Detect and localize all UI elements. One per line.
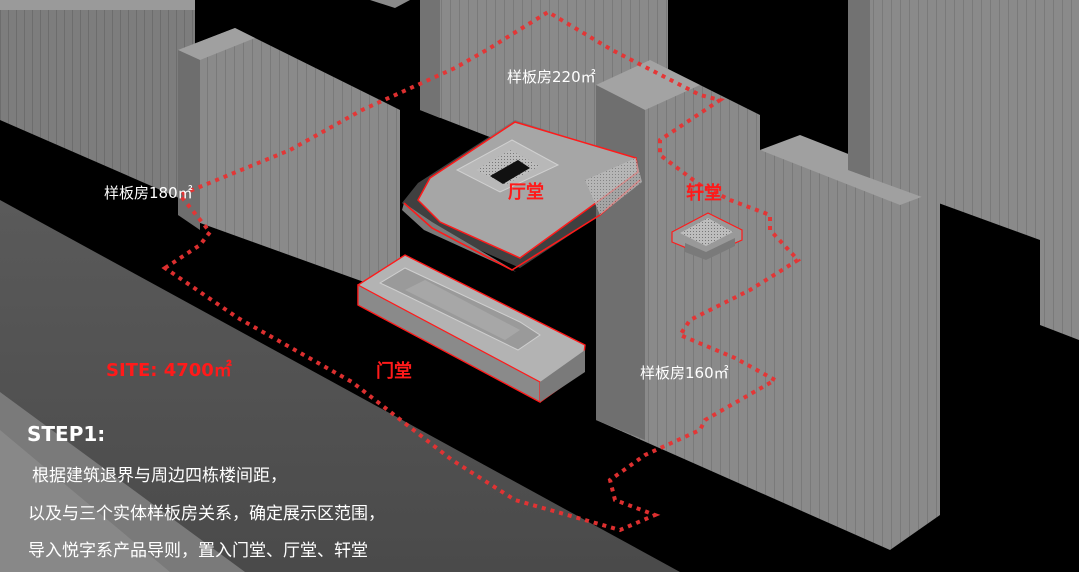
step-description-line-2: 以及与三个实体样板房关系，确定展示区范围，	[28, 504, 385, 524]
building-right-far	[848, 0, 1079, 340]
building-top-small	[370, 0, 410, 8]
step-title: STEP1:	[27, 422, 106, 446]
label-sample-220: 样板房220㎡	[507, 68, 596, 86]
label-hall-xuan: 轩堂	[686, 182, 722, 204]
building-left-back	[0, 0, 195, 205]
building-180	[178, 28, 400, 295]
hall-men-building	[357, 254, 586, 403]
ground-strip-light	[0, 430, 170, 572]
hall-ting-building	[402, 120, 642, 272]
label-hall-men: 门堂	[376, 360, 412, 382]
hall-xuan-building	[671, 212, 743, 260]
label-site-area: SITE: 4700㎡	[106, 359, 232, 381]
ground-plane	[0, 200, 680, 572]
step-description-line-3: 导入悦字系产品导则，置入门堂、厅堂、轩堂	[28, 541, 368, 561]
step-description-line-1: 根据建筑退界与周边四栋楼间距，	[32, 466, 287, 486]
label-sample-180: 样板房180㎡	[104, 184, 193, 202]
label-hall-ting: 厅堂	[508, 181, 544, 203]
label-sample-160: 样板房160㎡	[640, 364, 729, 382]
